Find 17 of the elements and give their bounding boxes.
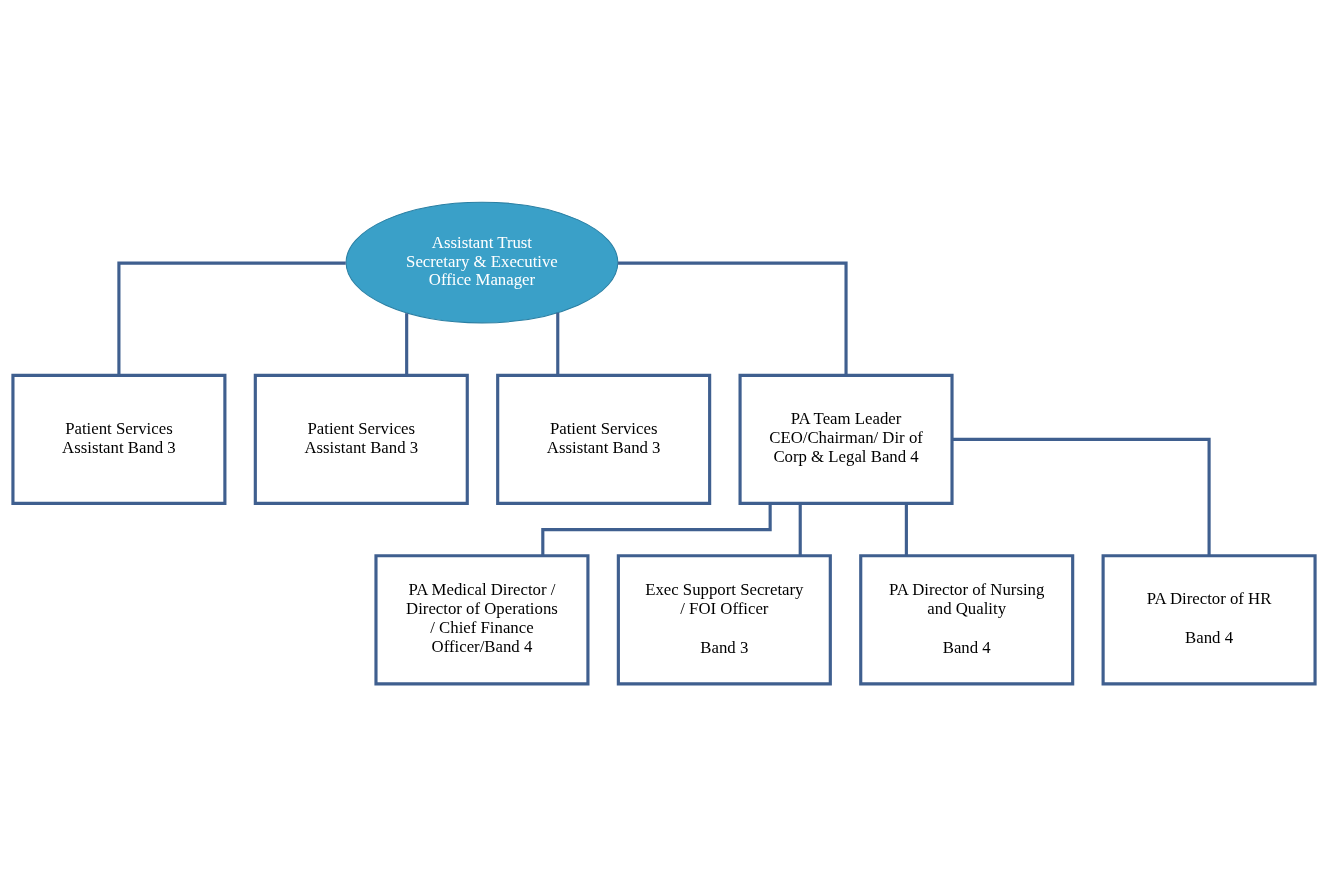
node-box: PA Director of Nursing and Quality Band 4 <box>859 553 1075 685</box>
connector <box>618 260 848 375</box>
connector <box>952 437 1211 556</box>
node-ellipse: Assistant Trust Secretary & Executive Office Manager <box>345 201 619 323</box>
node-box: Exec Support Secretary / FOI Officer Band 3 <box>616 553 832 685</box>
connector <box>904 502 908 556</box>
connector <box>117 260 346 375</box>
node-box: Patient Services Assistant Band 3 <box>496 373 712 505</box>
connector <box>798 502 802 556</box>
node-box: Patient Services Assistant Band 3 <box>11 373 227 505</box>
connector <box>541 502 772 556</box>
node-box: Patient Services Assistant Band 3 <box>253 373 469 505</box>
node-box: PA Medical Director / Director of Operations / Chief Finance Officer/Band 4 <box>374 553 590 685</box>
connector <box>405 312 409 375</box>
connector <box>556 312 560 375</box>
node-box: PA Director of HR Band 4 <box>1101 553 1317 685</box>
node-box: PA Team Leader CEO/Chairman/ Dir of Corp & Legal Band 4 <box>738 373 954 505</box>
